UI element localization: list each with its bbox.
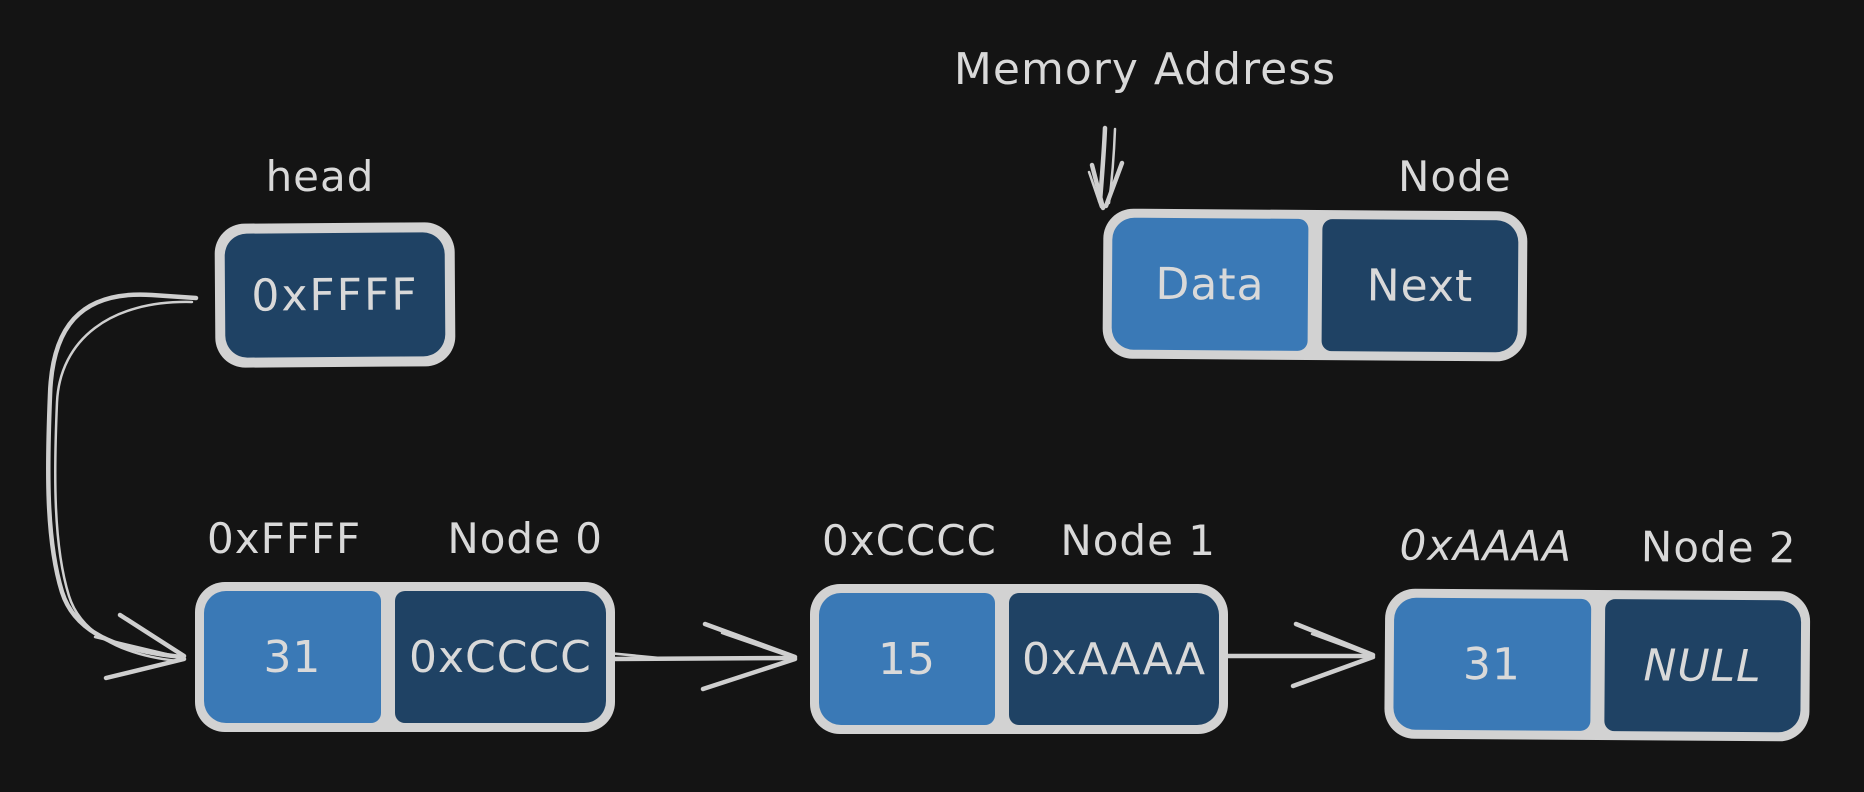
node-0-group: 0xFFFF Node 0 31 0xCCCC [195,514,615,732]
node-2-address-label: 0xAAAA [1399,520,1573,571]
head-box: 0xFFFF [214,222,456,368]
node-2-box: 31 NULL [1384,588,1811,742]
node-2-data-cell: 31 [1393,597,1591,731]
node1-next-arrow-icon [1221,621,1376,689]
example-node-box: Data Next [1102,208,1528,362]
node-type-label: Node [1398,152,1512,201]
node-1-next-cell: 0xAAAA [1009,593,1219,725]
node-0-name-label: Node 0 [447,514,603,563]
head-value: 0xFFFF [224,232,446,358]
node-1-address-label: 0xCCCC [822,516,997,565]
head-label: head [265,152,375,201]
node-1-group: 0xCCCC Node 1 15 0xAAAA [810,516,1228,734]
node-0-address-label: 0xFFFF [207,514,362,563]
memory-address-label: Memory Address [953,44,1337,95]
example-data-cell: Data [1111,217,1309,351]
example-next-cell: Next [1321,219,1519,353]
node-0-next-cell: 0xCCCC [394,591,606,723]
node-1-data-cell: 15 [819,593,995,725]
node-0-data-cell: 31 [204,591,381,723]
node-2-name-label: Node 2 [1640,522,1797,573]
node0-next-arrow-icon [603,621,798,692]
node-2-next-cell: NULL [1603,599,1802,733]
node-1-box: 15 0xAAAA [810,584,1228,734]
head-pointer-arrow-icon [45,292,199,681]
node-0-box: 31 0xCCCC [195,582,615,732]
node-1-name-label: Node 1 [1060,516,1216,565]
node-2-group: 0xAAAA Node 2 31 NULL [1384,521,1811,742]
memory-address-arrow-icon [1087,125,1125,211]
